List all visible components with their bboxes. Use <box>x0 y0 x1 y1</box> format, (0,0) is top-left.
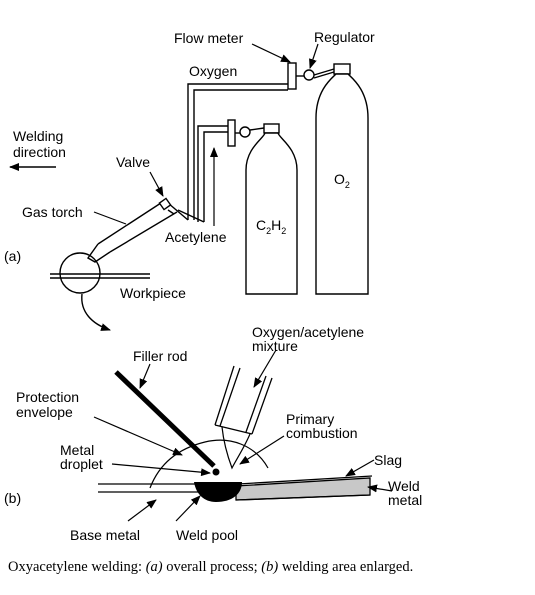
acetylene-cylinder <box>245 123 298 295</box>
label-acetylene: Acetylene <box>165 229 227 245</box>
label-protection: Protection <box>16 389 79 405</box>
label-o2: O2 <box>334 171 350 190</box>
weld-metal <box>235 477 371 501</box>
metal-droplet <box>212 468 220 476</box>
figure-caption: Oxyacetylene welding: (a) overall proces… <box>8 559 414 575</box>
label-oxygen-acetylene: Oxygen/acetylene <box>252 324 364 340</box>
label-filler-rod: Filler rod <box>133 348 187 364</box>
label-metal: Metal <box>60 442 94 458</box>
torch-tip <box>214 365 273 435</box>
label-gas-torch: Gas torch <box>22 204 83 220</box>
gas-torch <box>86 197 205 263</box>
label-combustion: combustion <box>286 425 358 441</box>
label-oxygen: Oxygen <box>189 63 237 79</box>
leaders-a <box>9 43 319 226</box>
acetylene-hose <box>197 119 265 222</box>
weld-pool <box>194 482 242 502</box>
label-droplet: droplet <box>60 456 103 472</box>
label-welding: Welding <box>13 128 63 144</box>
label-slag: Slag <box>374 452 402 468</box>
label-envelope: envelope <box>16 404 73 420</box>
label-c2h2: C2H2 <box>256 217 286 236</box>
label-weld: Weld <box>388 478 420 494</box>
label-workpiece: Workpiece <box>120 285 186 301</box>
label-flow-meter: Flow meter <box>174 30 244 46</box>
filler-rod <box>114 370 216 468</box>
label-part-b: (b) <box>4 490 21 506</box>
label-base-metal: Base metal <box>70 527 140 543</box>
label-part-a: (a) <box>4 248 21 264</box>
label-direction: direction <box>13 144 66 160</box>
slag <box>237 475 373 485</box>
label-weld-metal: metal <box>388 492 422 508</box>
label-regulator: Regulator <box>314 29 375 45</box>
primary-combustion-cone <box>221 426 251 470</box>
label-primary: Primary <box>286 411 334 427</box>
label-mixture: mixture <box>252 338 298 354</box>
leaders-b <box>93 349 393 522</box>
oxygen-cylinder <box>315 63 369 295</box>
base-metal <box>98 483 210 493</box>
oxygen-hose <box>187 62 335 220</box>
label-weld-pool: Weld pool <box>176 527 238 543</box>
workpiece <box>50 252 150 331</box>
label-valve: Valve <box>116 154 150 170</box>
